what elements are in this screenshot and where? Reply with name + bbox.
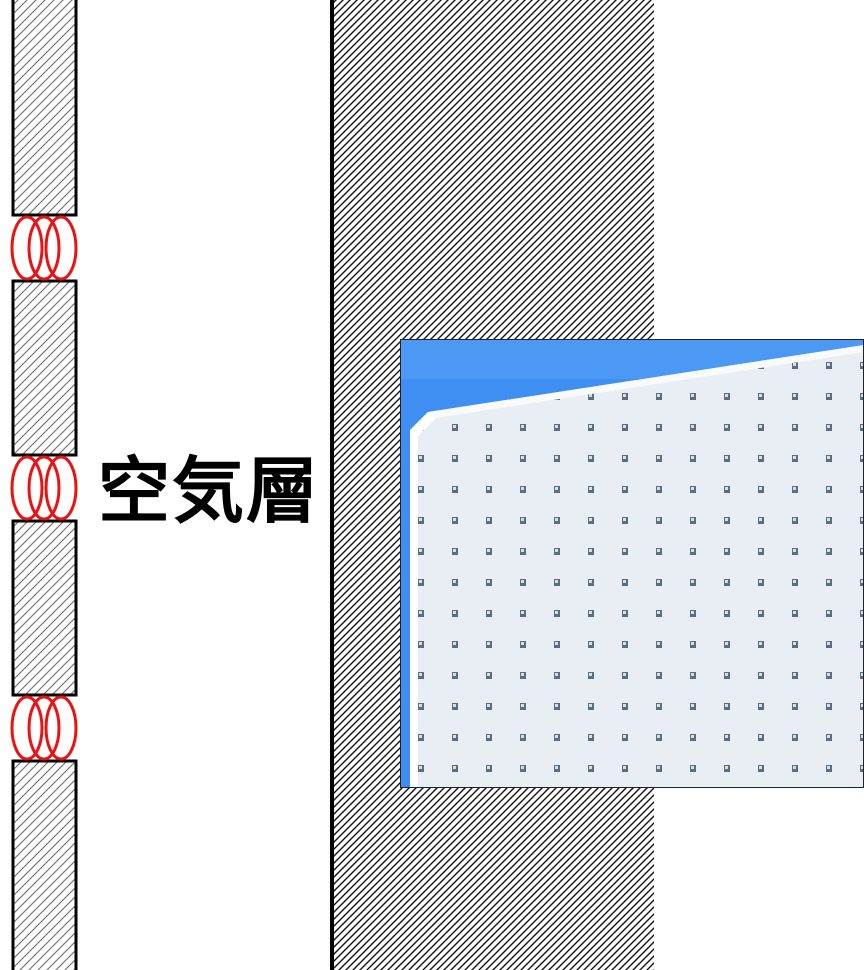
panel-segment: [11, 0, 78, 217]
panel-segment: [11, 759, 78, 970]
resonance-coil-icon: [10, 215, 78, 281]
resonance-coil-icon: [10, 695, 78, 761]
panel-segment: [11, 279, 78, 457]
resonance-coil-icon: [10, 455, 78, 521]
perforated-board-photo: [400, 339, 864, 788]
perforated-panel: [11, 0, 78, 970]
air-layer-label: 空気層: [98, 449, 321, 533]
panel-segment: [11, 519, 78, 697]
